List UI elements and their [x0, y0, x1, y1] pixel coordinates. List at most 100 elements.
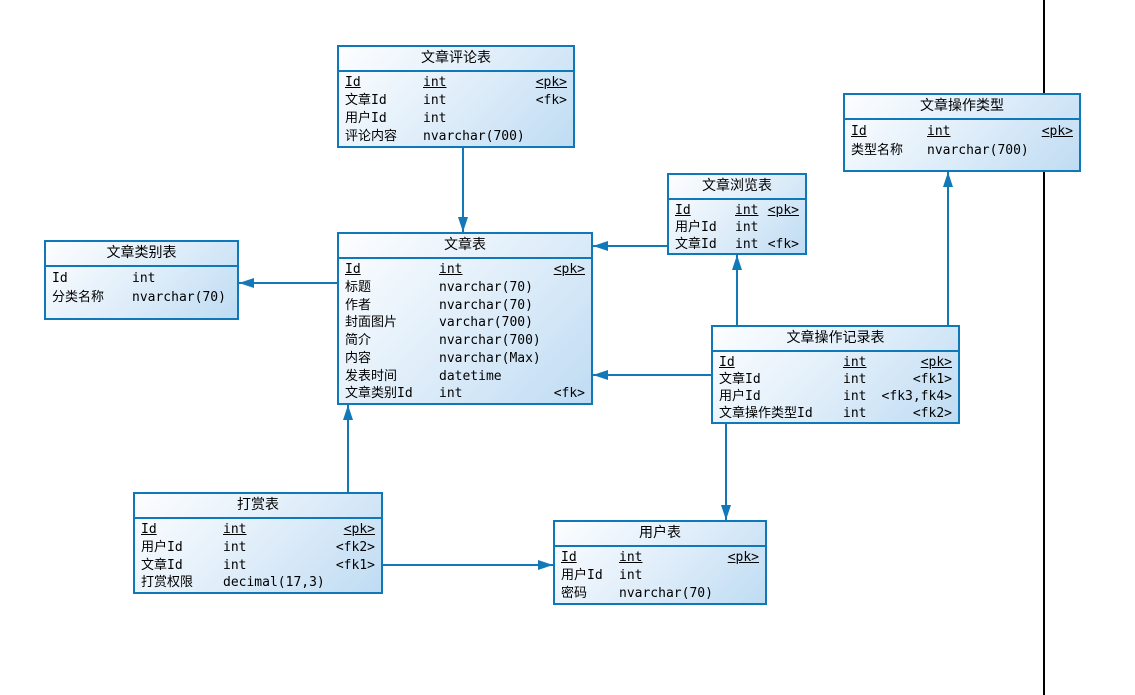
- column-name: 类型名称: [851, 143, 904, 158]
- column-row: 发表时间 datetime: [345, 368, 585, 386]
- column-type: datetime: [439, 368, 502, 384]
- column-type: varchar(700): [439, 315, 533, 331]
- connector-reward-to-article[interactable]: [347, 405, 349, 492]
- column-name: 文章类别Id: [345, 386, 413, 402]
- column-type: int: [843, 355, 867, 370]
- column-key: <fk>: [535, 93, 567, 108]
- column-type: int: [223, 522, 247, 537]
- column-key: <fk1>: [912, 372, 952, 387]
- connector-article-to-category-arrowhead: [239, 278, 254, 288]
- column-name: 封面图片: [345, 315, 398, 331]
- column-type: nvarchar(700): [439, 333, 541, 348]
- column-type: int: [423, 75, 447, 90]
- entity-user-table-title: 用户表: [555, 522, 765, 547]
- column-key: <fk>: [553, 386, 585, 402]
- connector-comment-to-article[interactable]: [462, 148, 464, 232]
- column-name: 评论内容: [345, 129, 398, 144]
- column-name: Id: [851, 124, 867, 139]
- connector-reward-to-user[interactable]: [383, 564, 553, 566]
- column-type: int: [223, 557, 247, 573]
- column-name: Id: [345, 262, 361, 277]
- column-row: Id int <pk>: [851, 122, 1073, 141]
- column-type: int: [439, 386, 463, 402]
- column-key: <pk>: [727, 550, 759, 565]
- connector-reward-to-user-arrowhead: [538, 560, 553, 570]
- connector-oprecord-to-user-arrowhead: [721, 505, 731, 520]
- column-type: nvarchar(70): [439, 297, 533, 313]
- connector-oprecord-to-view[interactable]: [736, 255, 738, 325]
- column-name: Id: [52, 271, 68, 286]
- connector-article-to-category[interactable]: [239, 282, 337, 284]
- column-name: 密码: [561, 586, 588, 601]
- entity-article-category-table-title: 文章类别表: [46, 242, 237, 267]
- connector-comment-to-article-arrowhead: [458, 217, 468, 232]
- column-type: nvarchar(70): [132, 290, 226, 305]
- column-key: <pk>: [535, 75, 567, 90]
- column-name: 用户Id: [345, 111, 387, 126]
- connector-oprecord-to-user[interactable]: [725, 424, 727, 520]
- connector-view-to-article[interactable]: [593, 245, 667, 247]
- column-row: 密码 nvarchar(70): [561, 585, 759, 603]
- entity-article-table-title: 文章表: [339, 234, 591, 259]
- column-key: <fk1>: [335, 557, 375, 573]
- column-name: Id: [675, 203, 691, 218]
- entity-article-category-table[interactable]: 文章类别表 Id int 分类名称 nvarchar(70): [44, 240, 239, 320]
- column-key: <pk>: [343, 522, 375, 537]
- column-name: 发表时间: [345, 368, 398, 384]
- column-type: nvarchar(70): [619, 586, 713, 601]
- column-type: nvarchar(Max): [439, 350, 541, 366]
- connector-oprecord-to-article[interactable]: [593, 374, 711, 376]
- entity-article-comment-table-title: 文章评论表: [339, 47, 573, 72]
- column-row: Id int <pk>: [345, 74, 567, 92]
- column-name: 文章Id: [719, 372, 761, 387]
- column-type: int: [223, 539, 247, 555]
- column-name: Id: [345, 75, 361, 90]
- column-key: <pk>: [1041, 124, 1073, 139]
- entity-article-view-table-title: 文章浏览表: [669, 175, 805, 200]
- entity-article-operation-record-table-title: 文章操作记录表: [713, 327, 958, 352]
- column-type: nvarchar(70): [439, 279, 533, 295]
- column-name: 文章操作类型Id: [719, 406, 813, 421]
- column-type: int: [619, 550, 643, 565]
- column-row: 封面图片 varchar(700): [345, 314, 585, 332]
- connector-oprecord-to-optype-arrowhead: [943, 172, 953, 187]
- column-key: <pk>: [767, 203, 799, 218]
- connector-oprecord-to-article-arrowhead: [593, 370, 608, 380]
- connector-oprecord-to-view-arrowhead: [732, 255, 742, 270]
- column-key: <pk>: [920, 355, 952, 370]
- column-type: int: [132, 271, 156, 286]
- column-key: <fk>: [767, 237, 799, 252]
- column-key: <fk2>: [912, 406, 952, 421]
- column-name: 分类名称: [52, 290, 105, 305]
- column-row: Id int: [52, 269, 231, 288]
- column-row: 文章类别Id int <fk>: [345, 385, 585, 403]
- column-row: 分类名称 nvarchar(70): [52, 288, 231, 307]
- connector-view-to-article-arrowhead: [593, 241, 608, 251]
- connector-oprecord-to-optype[interactable]: [947, 172, 949, 325]
- column-name: 用户Id: [561, 568, 603, 583]
- column-type: int: [927, 124, 951, 139]
- column-name: 标题: [345, 279, 372, 295]
- column-type: decimal(17,3): [223, 575, 325, 591]
